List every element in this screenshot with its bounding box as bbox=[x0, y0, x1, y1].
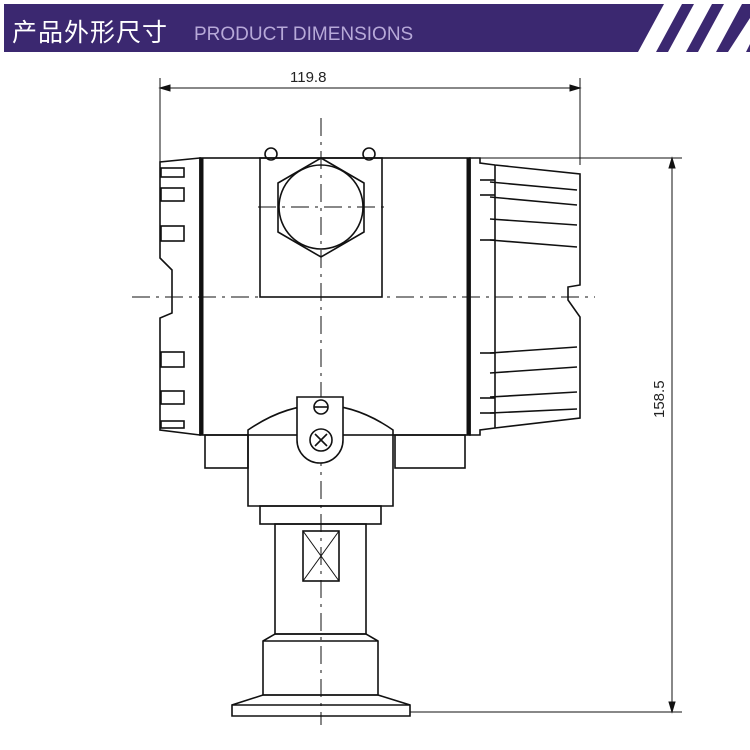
tri-clamp-flange bbox=[231, 694, 411, 717]
width-dimension-label: 119.8 bbox=[290, 69, 326, 86]
height-dimension-label: 158.5 bbox=[651, 380, 668, 418]
ground-terminal bbox=[296, 396, 344, 464]
cable-gland-hex-nut bbox=[277, 157, 365, 258]
housing-body bbox=[199, 147, 471, 436]
left-end-cap bbox=[159, 157, 201, 436]
section-title-en: PRODUCT DIMENSIONS bbox=[194, 24, 414, 45]
right-end-cap bbox=[469, 157, 581, 436]
section-header: 产品外形尺寸 PRODUCT DIMENSIONS bbox=[4, 4, 750, 52]
height-dimension bbox=[410, 156, 682, 714]
header-stripes-decoration bbox=[638, 4, 750, 52]
width-dimension bbox=[158, 78, 582, 165]
section-title-cn: 产品外形尺寸 bbox=[12, 18, 169, 47]
